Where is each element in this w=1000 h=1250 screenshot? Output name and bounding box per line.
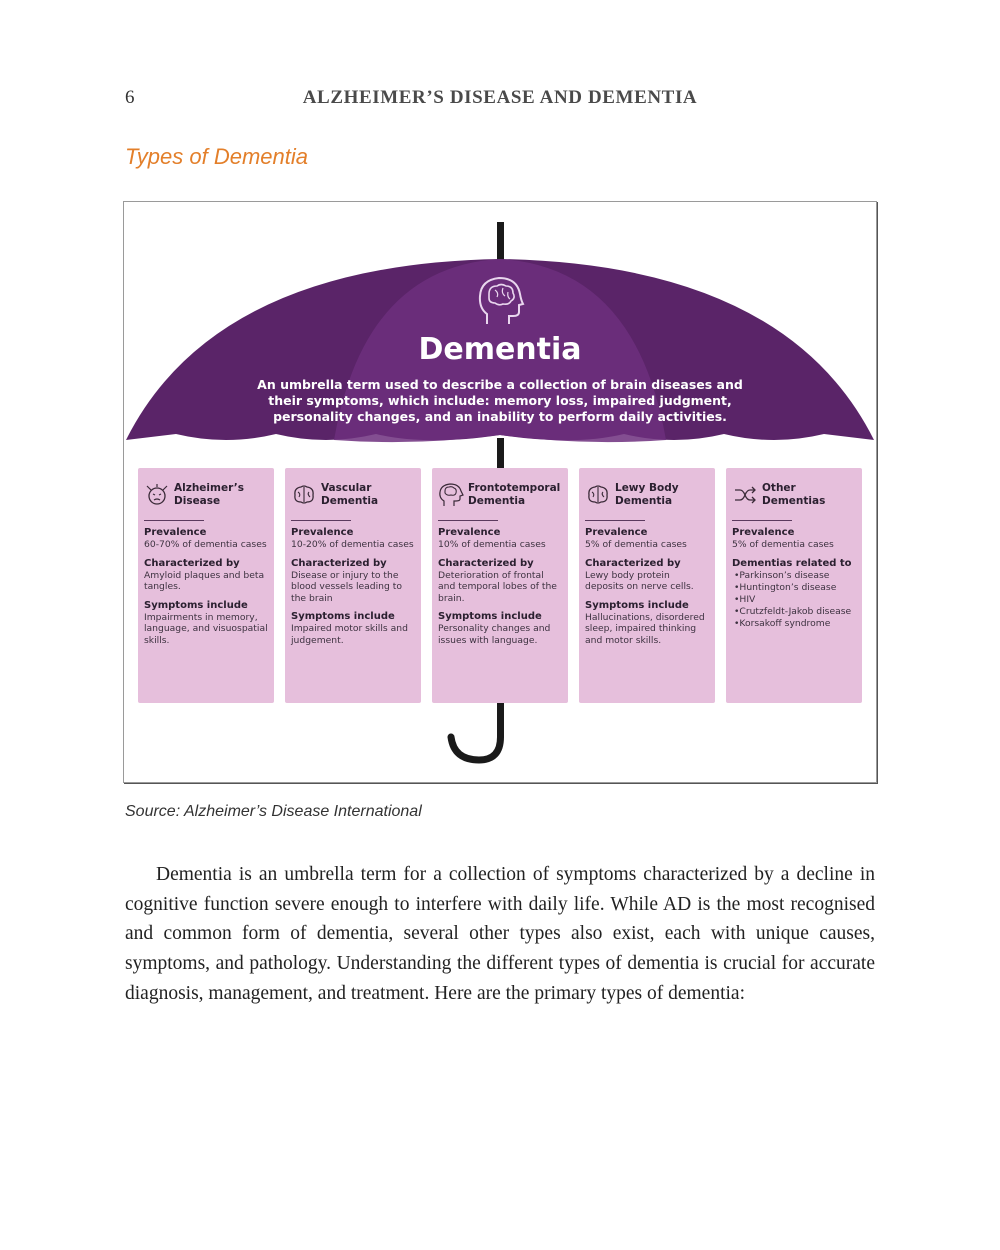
figure-title: Dementia — [418, 332, 582, 367]
prevalence-value: 10% of dementia cases — [438, 539, 546, 550]
prevalence-label: Prevalence — [585, 527, 648, 538]
prevalence-label: Prevalence — [438, 527, 501, 538]
symptoms-label: Symptoms include — [144, 599, 248, 611]
umbrella-tip — [497, 222, 504, 267]
brain-head-icon — [478, 276, 525, 324]
related-label: Dementias related to — [732, 557, 852, 569]
shuffle-icon — [735, 486, 756, 504]
figure-description: An umbrella term used to describe a coll… — [257, 377, 743, 424]
symptoms-value: Personality changes and issues with lang… — [438, 623, 551, 646]
prevalence-label: Prevalence — [732, 527, 795, 538]
card-divider — [585, 520, 645, 521]
card-title: Vascular Dementia — [321, 482, 379, 507]
list-item: Huntington’s disease — [734, 582, 856, 594]
card-title: Frontotemporal Dementia — [468, 482, 561, 507]
body-paragraph: Dementia is an umbrella term for a colle… — [125, 864, 875, 1004]
card-divider — [438, 520, 498, 521]
brain-icon — [294, 485, 314, 504]
prevalence-value: 5% of dementia cases — [732, 539, 834, 550]
related-list: Parkinson’s disease Huntington’s disease… — [734, 570, 856, 630]
characterized-label: Characterized by — [291, 557, 387, 569]
umbrella-handle — [447, 710, 504, 764]
card-divider — [144, 520, 204, 521]
prevalence-label: Prevalence — [291, 527, 354, 538]
characterized-label: Characterized by — [438, 557, 534, 569]
figure-source: Source: Alzheimer’s Disease Internationa… — [125, 803, 422, 820]
section-title: Types of Dementia — [125, 144, 309, 169]
characterized-value: Disease or injury to the blood vessels l… — [291, 569, 402, 604]
card-divider — [732, 520, 792, 521]
prevalence-value: 5% of dementia cases — [585, 539, 687, 550]
symptoms-value: Hallucinations, disordered sleep, impair… — [585, 611, 705, 646]
list-item: Parkinson’s disease — [734, 570, 856, 582]
characterized-label: Characterized by — [585, 557, 681, 569]
prevalence-value: 10-20% of dementia cases — [291, 539, 414, 550]
card-vascular: Vascular Dementia Prevalence 10-20% of d… — [285, 468, 421, 703]
characterized-value: Lewy body protein deposits on nerve cell… — [585, 569, 694, 593]
dementia-umbrella-figure: Dementia An umbrella term used to descri… — [123, 201, 877, 783]
page-number: 6 — [125, 87, 135, 108]
symptoms-label: Symptoms include — [438, 611, 542, 622]
card-lewy-body: Lewy Body Dementia Prevalence 5% of deme… — [579, 468, 715, 703]
card-frontotemporal: Frontotemporal Dementia Prevalence 10% o… — [432, 468, 568, 703]
symptoms-value: Impairments in memory, language, and vis… — [144, 611, 268, 646]
list-item: Crutzfeldt-Jakob disease — [734, 606, 856, 618]
characterized-label: Characterized by — [144, 557, 240, 569]
symptoms-label: Symptoms include — [291, 611, 395, 622]
characterized-value: Deterioration of frontal and temporal lo… — [438, 569, 557, 604]
list-item: HIV — [734, 594, 856, 606]
symptoms-value: Impaired motor skills and judgement. — [291, 623, 408, 646]
symptoms-label: Symptoms include — [585, 599, 689, 611]
umbrella-canopy-center — [334, 259, 666, 443]
brain-icon — [588, 485, 608, 504]
card-alzheimers: Alzheimer’s Disease Prevalence 60-70% of… — [138, 468, 274, 703]
confused-face-icon — [146, 484, 168, 505]
card-divider — [291, 520, 351, 521]
prevalence-value: 60-70% of dementia cases — [144, 539, 267, 550]
characterized-value: Amyloid plaques and beta tangles. — [144, 569, 265, 593]
prevalence-label: Prevalence — [144, 527, 207, 538]
running-head: ALZHEIMER’S DISEASE AND DEMENTIA — [302, 87, 698, 108]
card-title: Lewy Body Dementia — [615, 482, 679, 507]
brain-head-icon — [439, 483, 464, 506]
card-title: Alzheimer’s Disease — [174, 482, 244, 507]
card-other-dementias: Other Dementias Prevalence 5% of dementi… — [726, 468, 862, 703]
list-item: Korsakoff syndrome — [734, 618, 856, 630]
card-title: Other Dementias — [762, 482, 826, 507]
umbrella-graphic — [126, 222, 874, 764]
